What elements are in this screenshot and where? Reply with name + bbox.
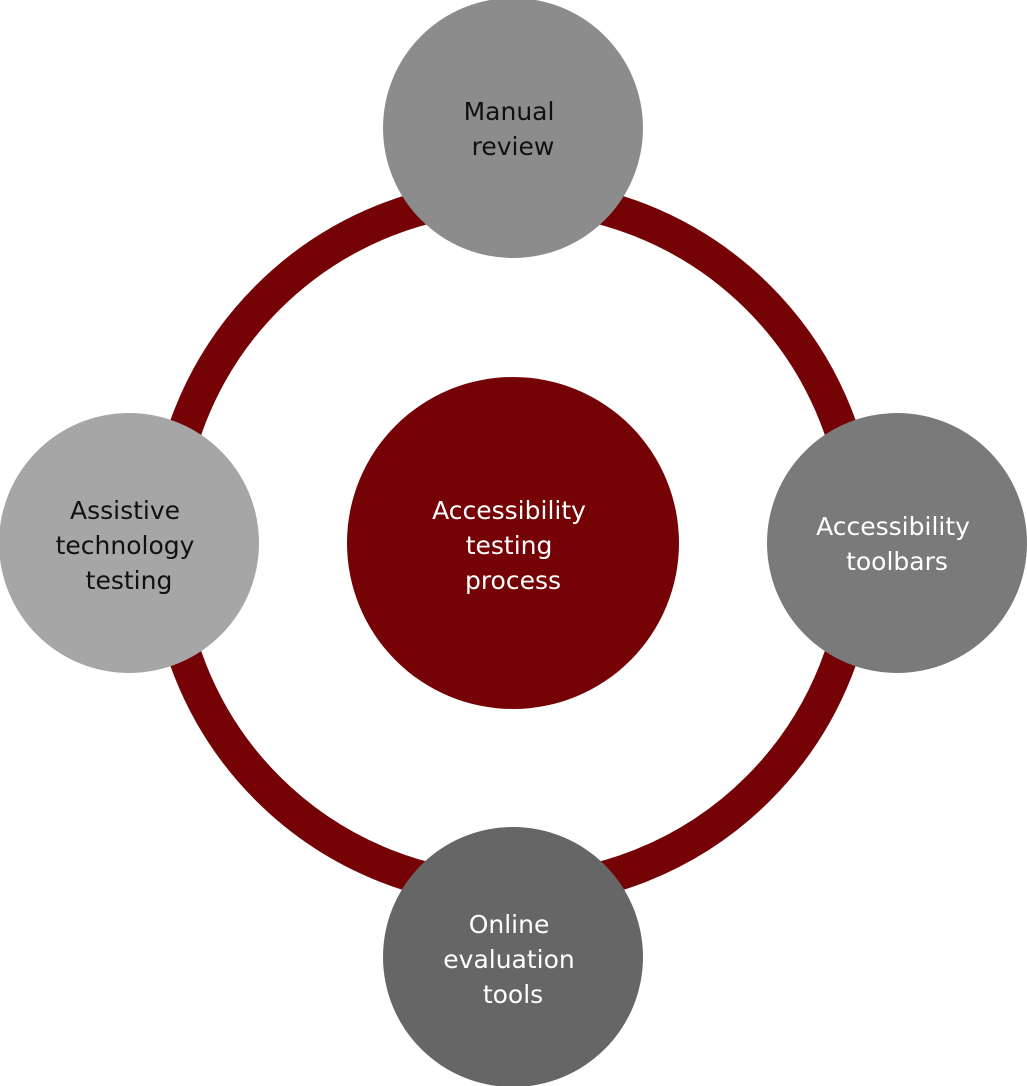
node-assistive-technology-testing-label: Assistive technology testing [56, 496, 203, 595]
node-assistive-technology-testing: Assistive technology testing [0, 413, 259, 673]
node-online-evaluation-tools-label: Online evaluation tools [443, 910, 582, 1009]
center-node: Accessibility testing process [347, 377, 679, 709]
node-accessibility-toolbars-label: Accessibility toolbars [816, 512, 978, 576]
node-online-evaluation-tools: Online evaluation tools [383, 827, 643, 1086]
node-label-line: technology [56, 531, 195, 560]
node-manual-review: Manual review [383, 0, 643, 258]
node-label-line: Manual [464, 97, 555, 126]
node-label-line: toolbars [846, 547, 948, 576]
node-accessibility-toolbars-circle [767, 413, 1027, 673]
center-node-circle [347, 377, 679, 709]
node-online-evaluation-tools-circle [383, 827, 643, 1086]
node-assistive-technology-testing-circle [0, 413, 259, 673]
node-label-line: testing [86, 566, 173, 595]
node-label-line: Online [469, 910, 550, 939]
node-label-line: review [472, 132, 555, 161]
center-node-label-line: testing [466, 531, 553, 560]
center-node-label: Accessibility testing process [432, 496, 594, 595]
center-node-label-line: process [465, 566, 561, 595]
node-label-line: Accessibility [816, 512, 970, 541]
center-node-label-line: Accessibility [432, 496, 586, 525]
node-label-line: tools [483, 980, 543, 1009]
node-accessibility-toolbars: Accessibility toolbars [767, 413, 1027, 673]
node-label-line: evaluation [443, 945, 575, 974]
node-manual-review-label: Manual review [464, 97, 563, 161]
node-label-line: Assistive [70, 496, 180, 525]
node-manual-review-circle [383, 0, 643, 258]
